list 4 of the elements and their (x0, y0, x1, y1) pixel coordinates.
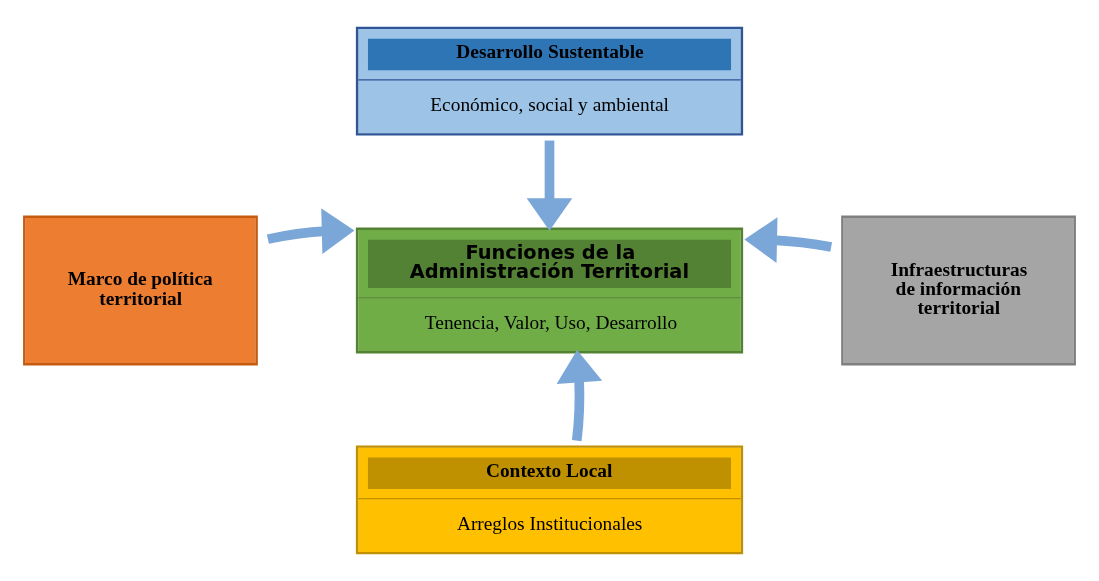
arrow (744, 217, 833, 264)
arrow (556, 349, 603, 442)
arrow (266, 208, 355, 255)
arrow (526, 140, 573, 231)
